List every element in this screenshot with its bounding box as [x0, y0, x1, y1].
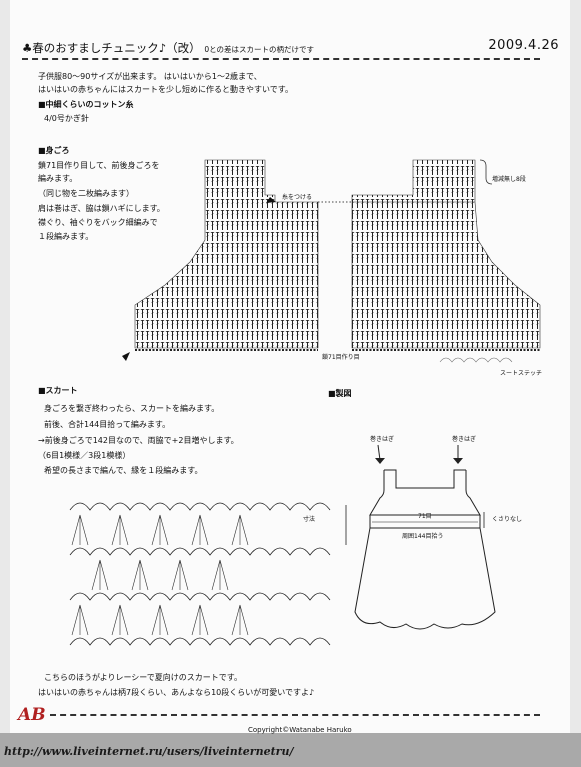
- footer-divider: [50, 714, 540, 716]
- label-foundation-chain: 鎖71目作り目: [322, 354, 360, 361]
- bodice-line-5: 襟ぐり、袖ぐりをバック細編みで: [38, 218, 158, 227]
- label-rows: 増減無し8段: [492, 176, 526, 183]
- skirt-line-3: →前後身ごろで142目なので、両脇で+2目増やします。: [38, 436, 239, 445]
- width-label: 71目: [418, 513, 432, 520]
- strap-label-left: 巻きはぎ: [370, 436, 395, 443]
- skirt-line-2: 前後、合計144目拾って編みます。: [44, 420, 171, 429]
- bodice-line-4: 肩は巻はぎ、脇は鎖ハギにします。: [38, 204, 165, 213]
- bodice-line-3: （同じ物を二枚編みます）: [38, 189, 134, 198]
- materials-heading: ■中細くらいのコットン糸: [38, 100, 134, 109]
- label-attach-yarn: 糸をつける: [282, 194, 313, 201]
- strap-label-right: 巻きはぎ: [452, 436, 477, 443]
- hook-size: 4/0号かぎ針: [44, 114, 89, 123]
- bodice-line-2: 編みます。: [38, 174, 78, 183]
- bodice-heading: ■身ごろ: [38, 146, 70, 155]
- side-label-right: くさりなし: [492, 516, 523, 523]
- hem-label: 周囲144目拾う: [402, 533, 444, 540]
- page-date: 2009.4.26: [488, 38, 559, 53]
- bodice-line-1: 鎖71目作り目して、前後身ごろを: [38, 161, 160, 170]
- bodice-line-6: １段編みます。: [38, 232, 94, 241]
- page-title: ♣春のおすましチュニック♪（改） 0との差はスカートの柄だけです: [22, 41, 315, 55]
- diagram-heading: ■製図: [328, 389, 352, 398]
- intro-line-2: はいはいの赤ちゃんにはスカートを少し短めに作ると動きやすいです。: [38, 85, 293, 94]
- side-label-left: 寸法: [303, 516, 316, 523]
- skirt-line-5: 希望の長さまで編んで、縁を１段編みます。: [44, 466, 203, 475]
- copyright: Copyright©Watanabe Haruko: [248, 726, 352, 734]
- intro-line-1: 子供服80～90サイズが出来ます。 はいはいから1～2歳まで、: [38, 72, 262, 81]
- skirt-line-1: 身ごろを繋ぎ終わったら、スカートを編みます。: [44, 404, 220, 413]
- skirt-heading: ■スカート: [38, 386, 78, 395]
- header-divider: [22, 58, 540, 60]
- footer-bar: [0, 733, 581, 767]
- closing-line-2: はいはいの赤ちゃんは柄7段くらい、あんよなら10段くらいが可愛いですよ♪: [38, 688, 315, 697]
- source-url[interactable]: http://www.liveinternet.ru/users/liveint…: [4, 745, 294, 758]
- ab-logo: AB: [18, 705, 46, 725]
- closing-line-1: こちらのほうがよりレーシーで夏向けのスカートです。: [44, 673, 242, 682]
- label-back-stitch: スートステッチ: [500, 370, 543, 377]
- skirt-line-4: （6目1模様／3段1模様）: [38, 451, 131, 460]
- title-note: 0との差はスカートの柄だけです: [204, 45, 315, 54]
